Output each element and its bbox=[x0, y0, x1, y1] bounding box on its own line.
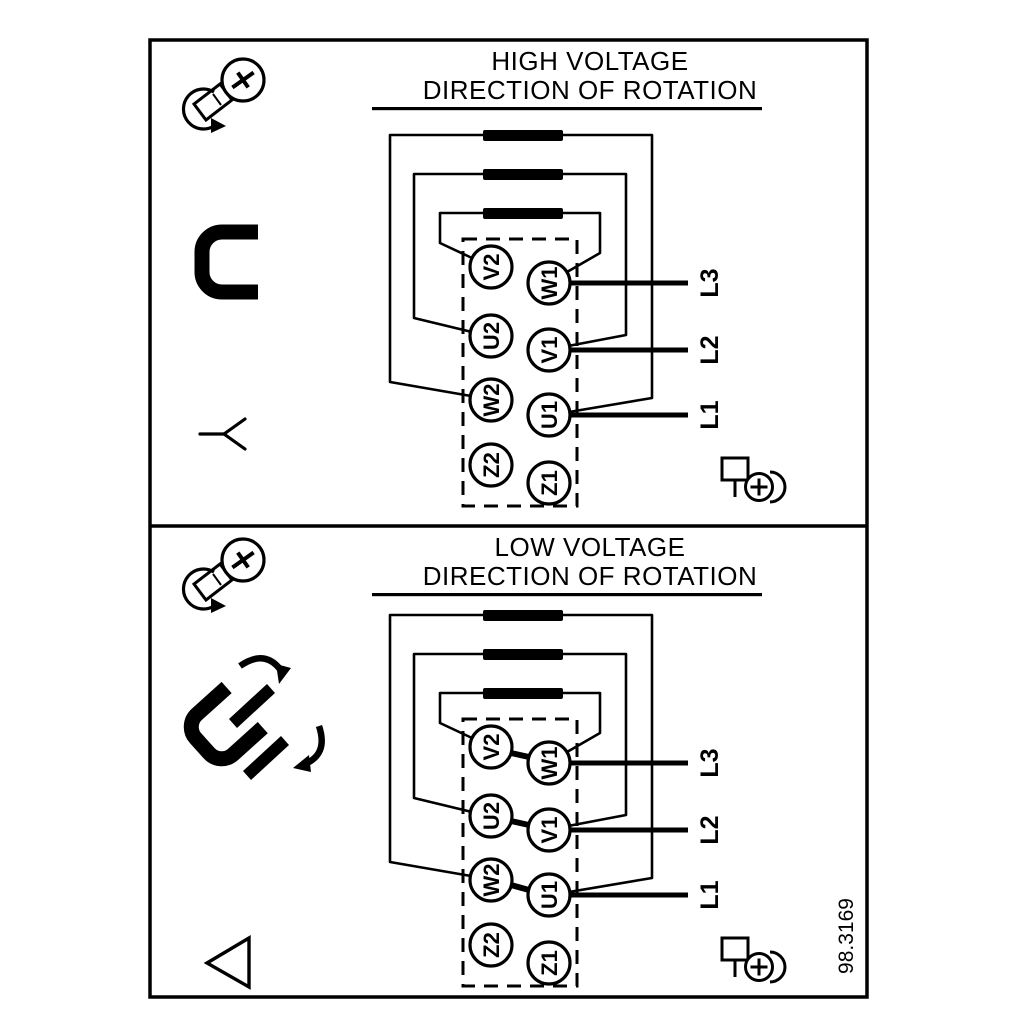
title-underline bbox=[372, 107, 762, 111]
terminal-screw-icon bbox=[720, 936, 787, 984]
high-voltage-title-line1: HIGH VOLTAGE bbox=[491, 46, 688, 76]
terminal-core-high bbox=[390, 130, 724, 506]
screw-rotation-icon bbox=[181, 537, 266, 615]
title-underline bbox=[372, 593, 762, 597]
terminal-screw-icon bbox=[720, 456, 787, 504]
rotate-arrow-icon bbox=[238, 655, 285, 674]
delta-link-v2-w1 bbox=[510, 750, 530, 760]
delta-symbol-icon bbox=[203, 935, 251, 990]
low-voltage-title-line1: LOW VOLTAGE bbox=[495, 532, 686, 562]
panel-low-voltage: LOW VOLTAGE DIRECTION OF ROTATION bbox=[181, 532, 787, 990]
delta-link-w2-u1 bbox=[510, 882, 530, 893]
figure-number: 98.3169 bbox=[835, 898, 858, 974]
panel-high-voltage: HIGH VOLTAGE DIRECTION OF ROTATION bbox=[181, 46, 787, 506]
low-voltage-title-line2: DIRECTION OF ROTATION bbox=[423, 561, 758, 591]
star-symbol-icon bbox=[198, 417, 247, 451]
bridge-links-delta-icon bbox=[183, 655, 325, 780]
bridge-link-icon bbox=[194, 224, 258, 300]
screw-rotation-icon bbox=[181, 57, 266, 135]
delta-link-u2-v1 bbox=[510, 818, 530, 828]
outer-border bbox=[148, 38, 869, 999]
terminal-core-low bbox=[390, 610, 724, 986]
high-voltage-title-line2: DIRECTION OF ROTATION bbox=[423, 75, 758, 105]
delta-terminal-links bbox=[510, 750, 530, 893]
